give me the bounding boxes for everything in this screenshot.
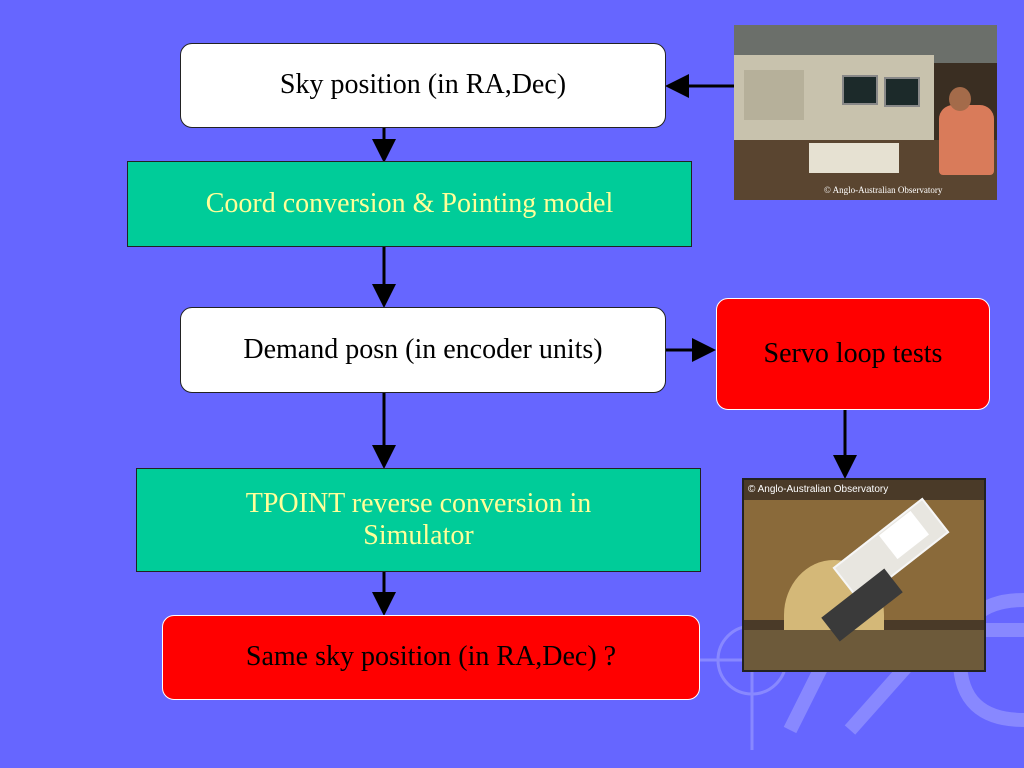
demand-posn-label: Demand posn (in encoder units) xyxy=(243,333,603,365)
tpoint-reverse-label: TPOINT reverse conversion in Simulator xyxy=(245,487,592,551)
telescope-caption: © Anglo-Australian Observatory xyxy=(748,484,889,495)
control-room-photo: © Anglo-Australian Observatory xyxy=(734,25,997,200)
same-sky-position-label: Same sky position (in RA,Dec) ? xyxy=(245,641,617,673)
same-sky-position-box: Same sky position (in RA,Dec) ? xyxy=(162,615,700,700)
tpoint-reverse-box: TPOINT reverse conversion in Simulator xyxy=(136,468,701,572)
servo-loop-tests-box: Servo loop tests xyxy=(716,298,990,410)
servo-loop-tests-label: Servo loop tests xyxy=(763,337,943,369)
coord-conversion-box: Coord conversion & Pointing model xyxy=(127,161,692,247)
sky-position-box: Sky position (in RA,Dec) xyxy=(180,43,666,128)
demand-posn-box: Demand posn (in encoder units) xyxy=(180,307,666,393)
sky-position-label: Sky position (in RA,Dec) xyxy=(279,69,567,101)
coord-conversion-label: Coord conversion & Pointing model xyxy=(205,187,614,219)
telescope-photo: © Anglo-Australian Observatory xyxy=(742,478,986,672)
control-room-caption: © Anglo-Australian Observatory xyxy=(824,185,943,195)
